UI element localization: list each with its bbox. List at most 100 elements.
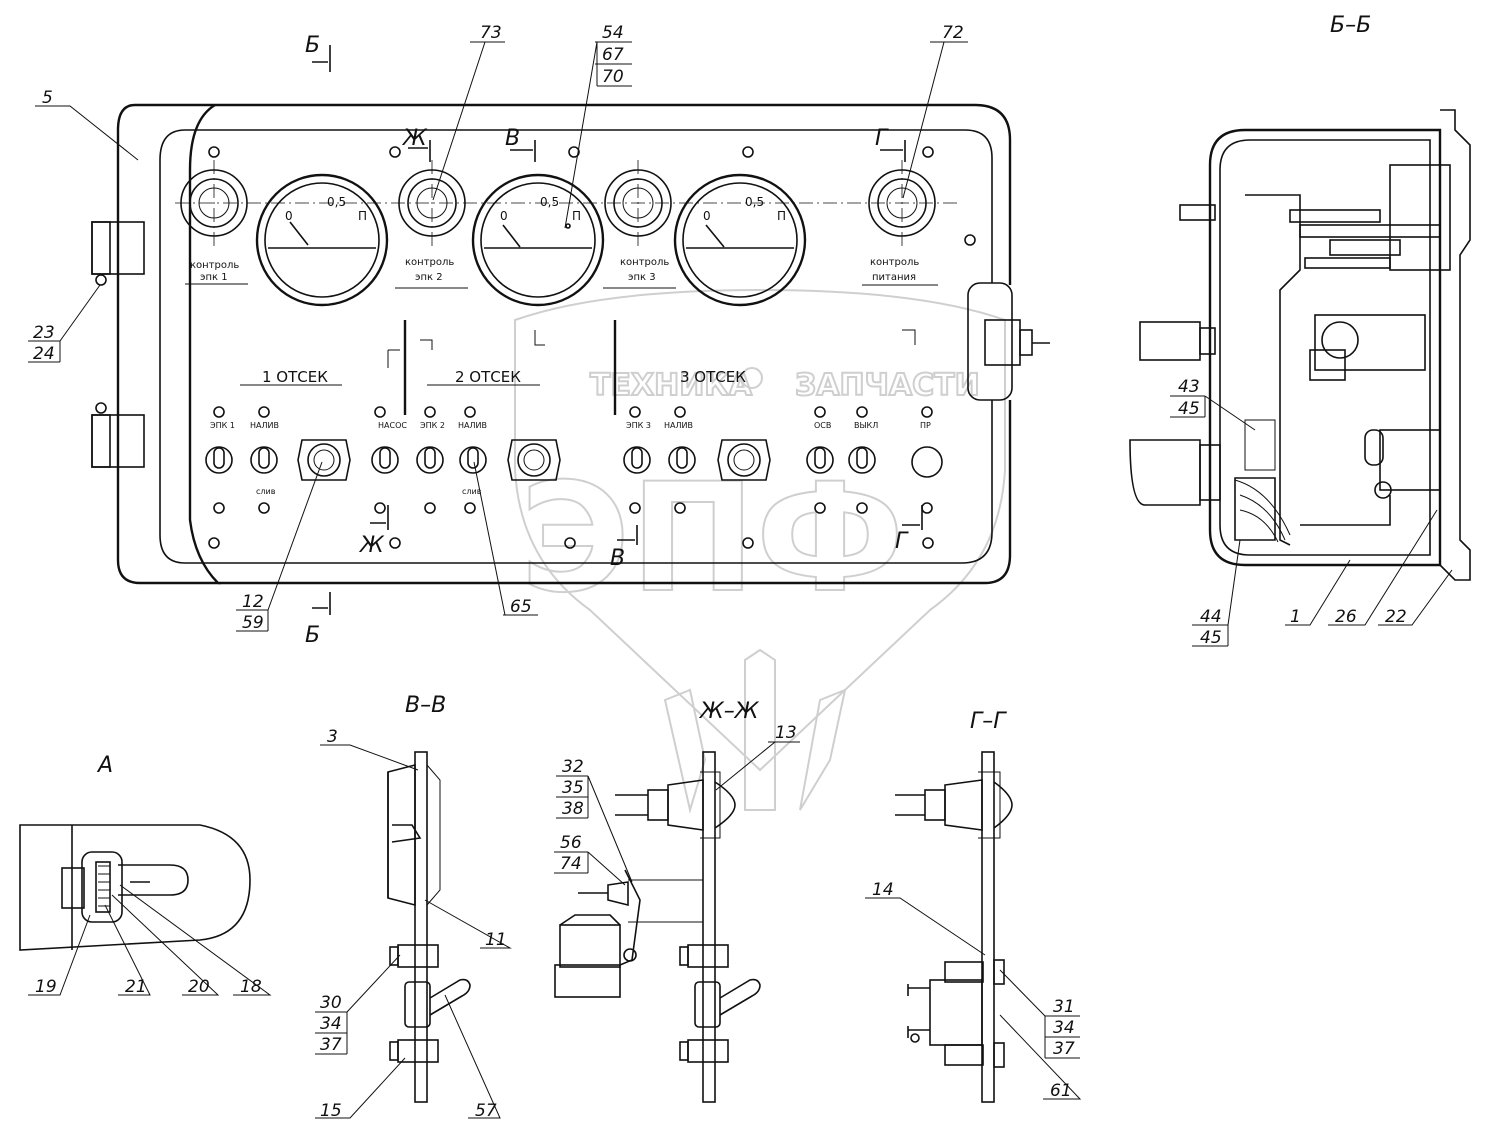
gauge-1-full: П — [358, 209, 367, 223]
callout-15: 15 — [320, 1101, 342, 1121]
section-bb-title: Б–Б — [1330, 13, 1371, 38]
main-view-callouts: 5 73 54 67 70 72 23 24 12 59 65 — [28, 23, 968, 633]
callout-3: 3 — [327, 727, 338, 747]
switch-vykl-label: ВЫКЛ — [854, 421, 878, 430]
watermark: ТЕХНИКА ЗАПЧАСТИ ЭПФ — [514, 288, 1006, 814]
callout-70: 70 — [602, 67, 624, 87]
gauge-1: 0 0,5 П — [255, 173, 389, 307]
callout-72: 72 — [942, 23, 964, 43]
callout-12: 12 — [242, 592, 264, 612]
watermark-logo: ЭПФ — [520, 452, 904, 626]
switch-naliv3-label: НАЛИВ — [664, 421, 693, 430]
callout-74: 74 — [560, 854, 582, 874]
callout-59: 59 — [242, 613, 264, 633]
ctrl3-label-b: эпк 3 — [628, 272, 656, 283]
section-gg: Г–Г 14 31 34 37 61 — [865, 709, 1082, 1103]
callout-26: 26 — [1335, 607, 1357, 627]
section-zhzh-title: Ж–Ж — [698, 699, 760, 724]
callout-32: 32 — [562, 757, 584, 777]
callout-56: 56 — [560, 833, 582, 853]
callout-44: 44 — [1200, 607, 1222, 627]
callout-54: 54 — [602, 23, 624, 43]
callout-23: 23 — [33, 323, 55, 343]
callout-45-top: 45 — [1178, 399, 1200, 419]
gauge-2-full: П — [572, 209, 581, 223]
view-a-title: А — [96, 753, 113, 778]
gauge-3-full: П — [777, 209, 786, 223]
switch-pr-label: ПР — [920, 421, 931, 430]
callout-73: 73 — [480, 23, 502, 43]
callout-37-gg: 37 — [1053, 1039, 1075, 1059]
switch-sliv1-label: слив — [256, 487, 276, 496]
callout-22: 22 — [1385, 607, 1407, 627]
gauge-1-half: 0,5 — [327, 195, 346, 209]
switch-sliv2-label: слив — [462, 487, 482, 496]
gauge-2-zero: 0 — [500, 209, 508, 223]
gauge-3-zero: 0 — [703, 209, 711, 223]
section-zhzh: Ж–Ж 13 32 35 38 56 74 — [554, 699, 800, 1103]
callout-45-bottom: 45 — [1200, 628, 1222, 648]
callout-5: 5 — [42, 88, 53, 108]
gauge-1-zero: 0 — [285, 209, 293, 223]
ctrl3-label-a: контроль — [620, 257, 669, 268]
section-mark-zh-top: Ж — [401, 126, 428, 151]
ctrl4-label-a: контроль — [870, 257, 919, 268]
callout-19: 19 — [35, 977, 57, 997]
gauge-3-half: 0,5 — [745, 195, 764, 209]
callout-35: 35 — [562, 778, 584, 798]
section-mark-g-bottom: Г — [895, 529, 909, 554]
callout-57: 57 — [475, 1101, 497, 1121]
switch-epk3-label: ЭПК 3 — [626, 421, 651, 430]
switch-naliv1-label: НАЛИВ — [250, 421, 279, 430]
ctrl1-label-b: эпк 1 — [200, 272, 228, 283]
section-mark-v-bottom: В — [610, 546, 625, 571]
callout-13: 13 — [775, 723, 797, 743]
section-mark-b-top: Б — [305, 33, 320, 58]
switch-naliv2-label: НАЛИВ — [458, 421, 487, 430]
section-vv-title: В–В — [405, 693, 446, 718]
switch-epk2-label: ЭПК 2 — [420, 421, 445, 430]
section-mark-zh-bottom: Ж — [358, 533, 385, 558]
callout-30: 30 — [320, 993, 342, 1013]
gauge-3: 0 0,5 П — [673, 173, 807, 307]
switch-epk1-label: ЭПК 1 — [210, 421, 235, 430]
compartment-1-label: 1 ОТСЕК — [262, 368, 328, 386]
section-mark-g-top: Г — [875, 126, 889, 151]
control-panel: 0 0,5 П 0 0,5 П 0 0,5 П контроль эпк 1 к… — [91, 33, 1050, 648]
ctrl1-label-a: контроль — [190, 260, 239, 271]
switch-osv-label: ОСВ — [814, 421, 831, 430]
callout-18: 18 — [240, 977, 262, 997]
callout-61: 61 — [1050, 1081, 1072, 1101]
switch-nasos-label: НАСОС — [378, 421, 407, 430]
callout-34-vv: 34 — [320, 1014, 342, 1034]
callout-37-vv: 37 — [320, 1035, 342, 1055]
ctrl4-label-b: питания — [872, 272, 916, 283]
callout-20: 20 — [188, 977, 210, 997]
ctrl2-label-a: контроль — [405, 257, 454, 268]
compartment-2-label: 2 ОТСЕК — [455, 368, 521, 386]
gauge-2: 0 0,5 П — [471, 173, 605, 307]
gauge-2-half: 0,5 — [540, 195, 559, 209]
cable-glands — [297, 439, 771, 481]
callout-38: 38 — [562, 799, 584, 819]
section-bb: Б–Б 43 45 44 45 1 26 22 — [1129, 13, 1471, 648]
callout-1: 1 — [1290, 607, 1301, 627]
callout-65: 65 — [510, 597, 532, 617]
ctrl2-label-b: эпк 2 — [415, 272, 443, 283]
section-mark-v-top: В — [505, 126, 520, 151]
callout-31: 31 — [1053, 997, 1075, 1017]
callout-24: 24 — [33, 344, 55, 364]
compartment-3-label: 3 ОТСЕК — [680, 368, 746, 386]
panel-screws — [208, 146, 976, 549]
callout-21: 21 — [125, 977, 147, 997]
side-connector — [967, 282, 1013, 401]
section-gg-title: Г–Г — [970, 709, 1007, 734]
callout-34-gg: 34 — [1053, 1018, 1075, 1038]
watermark-line2: ЗАПЧАСТИ — [795, 368, 980, 403]
callout-43: 43 — [1178, 377, 1200, 397]
watermark-line1: ТЕХНИКА — [590, 368, 753, 403]
callout-67: 67 — [602, 45, 624, 65]
section-mark-b-bottom: Б — [305, 623, 320, 648]
view-a: А 19 21 20 18 — [19, 753, 272, 997]
